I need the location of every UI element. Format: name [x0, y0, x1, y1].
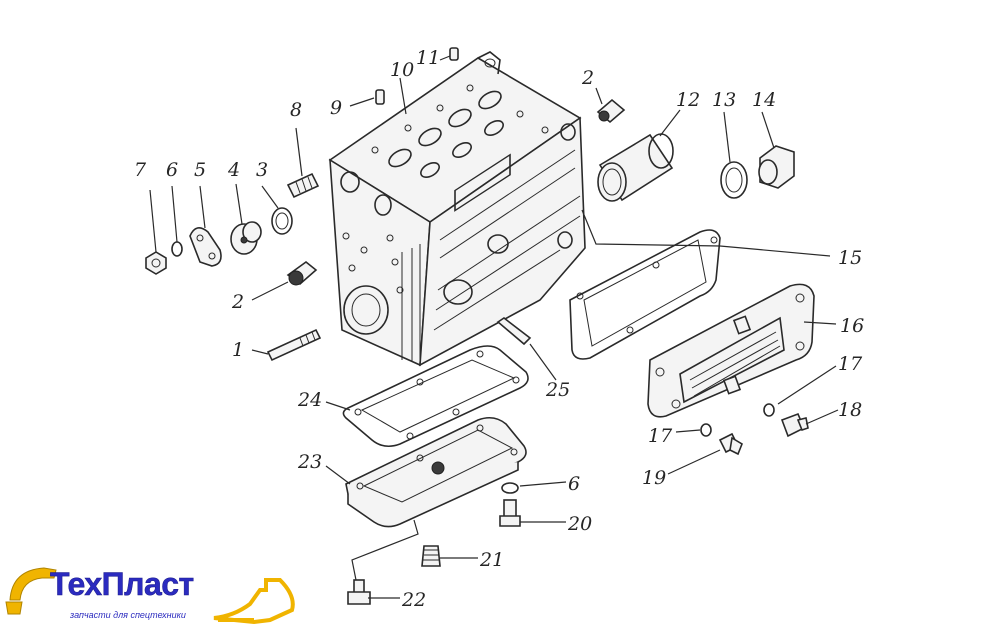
part-3-ring	[271, 207, 293, 235]
callout-7: 7	[134, 159, 147, 181]
part-21-plug	[421, 545, 441, 567]
part-11-pin	[449, 47, 459, 61]
part-7-nut	[145, 251, 167, 275]
callout-25: 25	[545, 379, 570, 401]
callout-19: 19	[642, 467, 666, 489]
callout-16: 16	[840, 315, 864, 337]
part-2-bushing-left	[286, 260, 318, 286]
callout-5: 5	[194, 159, 206, 181]
brand-tagline: запчасти для спецтехники	[70, 610, 186, 620]
brand-name: ТехПласт	[50, 566, 195, 603]
leader-lines	[149, 55, 839, 599]
callout-17a: 17	[838, 353, 863, 375]
callout-15: 15	[838, 247, 862, 269]
callout-10: 10	[390, 59, 414, 81]
part-6-washer-lower	[501, 482, 519, 494]
part-1-stud	[266, 328, 322, 362]
part-12-sleeve	[597, 133, 674, 202]
callout-1: 1	[232, 339, 244, 361]
callout-4: 4	[227, 159, 240, 181]
callout-12: 12	[676, 89, 700, 111]
callout-labels: 7 6 5 4 3 8 9 10 11 2 1 2 12 13 14 15 16…	[134, 47, 864, 611]
callout-21: 21	[479, 549, 504, 571]
part-25-dowel	[496, 317, 532, 346]
callout-8: 8	[290, 99, 302, 121]
callout-6b: 6	[568, 473, 580, 495]
part-22-bolt	[347, 579, 371, 605]
part-24-gasket	[342, 345, 529, 448]
part-4-cap	[230, 221, 262, 255]
part-6-washer	[171, 241, 183, 257]
callout-2a: 2	[231, 291, 244, 313]
brand-logo: ТехПласт запчасти для спецтехники	[4, 560, 304, 632]
part-8-pin	[286, 172, 320, 199]
part-17-washer-upper	[763, 403, 775, 417]
part-2-bushing-top	[596, 98, 626, 124]
callout-9: 9	[330, 97, 342, 119]
part-17-washer-lower	[700, 423, 712, 437]
part-20-bolt	[499, 499, 521, 527]
part-14-plug	[758, 145, 795, 189]
part-5-plate	[189, 227, 222, 267]
excavator-logo-icon	[5, 567, 295, 625]
part-9-pin	[375, 89, 385, 105]
callout-24: 24	[297, 389, 322, 411]
callout-3: 3	[256, 159, 268, 181]
callout-6a: 6	[166, 159, 178, 181]
callout-20: 20	[567, 513, 592, 535]
callout-22: 22	[401, 589, 426, 611]
callout-11: 11	[416, 47, 440, 69]
callout-23: 23	[297, 451, 322, 473]
callout-2b: 2	[581, 67, 594, 89]
callout-14: 14	[752, 89, 776, 111]
housing-block	[328, 51, 586, 367]
part-18-bolt	[780, 412, 809, 438]
part-13-ring	[720, 161, 748, 199]
part-16-cover	[647, 283, 815, 418]
callout-18: 18	[838, 399, 862, 421]
callout-13: 13	[712, 89, 736, 111]
callout-17b: 17	[648, 425, 673, 447]
part-15-gasket	[569, 229, 721, 360]
part-19-bolt	[718, 432, 743, 456]
part-23-plate	[345, 416, 527, 528]
